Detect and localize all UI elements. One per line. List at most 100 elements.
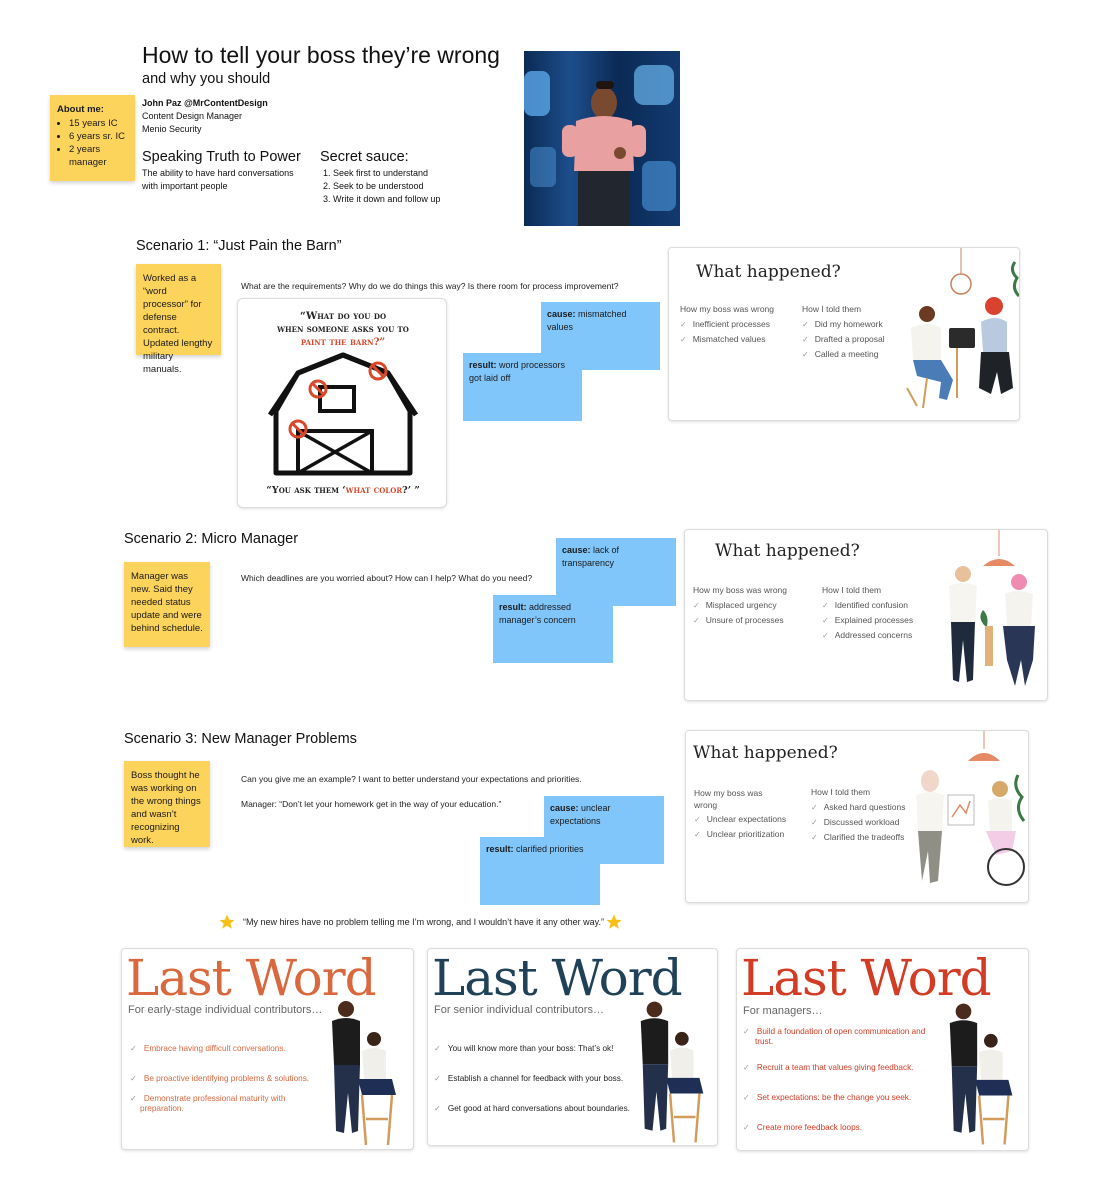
last-word-item: ✓Get good at hard conversations about bo… xyxy=(434,1104,630,1113)
people-illustration xyxy=(332,1001,396,1146)
barn-illustration xyxy=(268,352,418,476)
scenario2-question: Which deadlines are you worried about? H… xyxy=(241,573,533,583)
cause-text: lack of transparency xyxy=(562,545,620,568)
about-heading: About me: xyxy=(57,104,104,115)
what-happened-card-2: What happened? How my boss was wrong ✓Mi… xyxy=(684,529,1048,701)
check-icon: ✓ xyxy=(811,833,818,842)
last-word-item: ✓Set expectations: be the change you see… xyxy=(743,1093,912,1102)
scenario1-result-sticky[interactable]: result: word processors got laid off xyxy=(463,353,582,421)
result-text: clarified priorities xyxy=(513,844,584,854)
sauce-list: Seek first to understand Seek to be unde… xyxy=(333,167,440,206)
people-illustration xyxy=(906,248,1019,409)
check-icon: ✓ xyxy=(434,1104,441,1113)
boss-wrong-item: ✓Mismatched values xyxy=(680,334,766,344)
scenario1-note[interactable]: Worked as a “word processor” for defense… xyxy=(136,264,221,375)
people-illustration xyxy=(916,731,1026,886)
author-role: Content Design Manager xyxy=(142,111,243,121)
check-icon: ✓ xyxy=(693,616,700,625)
sauce-item: Seek to be understood xyxy=(333,180,440,193)
about-item: 15 years IC xyxy=(69,117,128,130)
check-icon: ✓ xyxy=(130,1044,137,1053)
speaking-title: Speaking Truth to Power xyxy=(142,149,301,165)
people-illustration xyxy=(640,1001,704,1143)
check-icon: ✓ xyxy=(130,1074,137,1083)
boss-wrong-item: ✓Misplaced urgency xyxy=(693,600,777,610)
check-icon: ✓ xyxy=(802,350,809,359)
how-told-item: ✓Discussed workload xyxy=(811,817,900,827)
scenario2-title: Scenario 2: Micro Manager xyxy=(124,531,299,547)
check-icon: ✓ xyxy=(822,616,829,625)
result-text: addressed manager’s concern xyxy=(499,602,576,625)
check-icon: ✓ xyxy=(822,601,829,610)
last-word-item: ✓Establish a channel for feedback with y… xyxy=(434,1074,624,1083)
check-icon: ✓ xyxy=(680,335,687,344)
people-illustration xyxy=(949,1003,1013,1145)
about-me-sticky[interactable]: About me: 15 years IC 6 years sr. IC 2 y… xyxy=(50,95,135,181)
last-word-item: ✓Demonstrate professional maturity with … xyxy=(130,1094,286,1113)
boss-wrong-heading: How my boss was wrong xyxy=(693,585,788,595)
barn-image-card: “What do you do when someone asks you to… xyxy=(237,298,447,508)
check-icon: ✓ xyxy=(802,335,809,344)
check-icon: ✓ xyxy=(743,1093,750,1102)
cause-label: cause: xyxy=(547,309,576,319)
how-told-item: ✓Drafted a proposal xyxy=(802,334,885,344)
about-item: 6 years sr. IC xyxy=(69,130,128,143)
scenario2-note-text: Manager was new. Said they needed status… xyxy=(131,571,203,634)
boss-wrong-item: ✓Unclear expectations xyxy=(694,814,787,824)
sauce-item: Seek first to understand xyxy=(333,167,440,180)
how-told-item: ✓Asked hard questions xyxy=(811,802,906,812)
cause-label: cause: xyxy=(562,545,591,555)
last-word-card-senior-ic: Last Word For senior individual contribu… xyxy=(427,948,718,1146)
check-icon: ✓ xyxy=(434,1044,441,1053)
what-happened-title: What happened? xyxy=(696,262,841,282)
scenario3-manager-quote: Manager: “Don’t let your homework get in… xyxy=(241,799,502,809)
what-happened-title: What happened? xyxy=(693,743,838,763)
what-happened-title: What happened? xyxy=(715,541,860,561)
author-company: Menio Security xyxy=(142,124,202,134)
sauce-title: Secret sauce: xyxy=(320,149,409,165)
people-illustration xyxy=(949,530,1035,686)
last-word-item: ✓Be proactive identifying problems & sol… xyxy=(130,1074,310,1083)
boss-wrong-heading: How my boss was wrong xyxy=(680,304,775,314)
page-subtitle: and why you should xyxy=(142,71,271,87)
last-word-title: Last Word xyxy=(432,949,683,1007)
check-icon: ✓ xyxy=(694,815,701,824)
how-told-item: ✓Called a meeting xyxy=(802,349,879,359)
scenario3-result-sticky[interactable]: result: clarified priorities xyxy=(480,837,600,905)
scenario1-question: What are the requirements? Why do we do … xyxy=(241,281,619,291)
boss-wrong-heading: How my boss was wrong xyxy=(694,788,763,810)
result-label: result: xyxy=(499,602,527,612)
last-word-item: ✓You will know more than your boss: That… xyxy=(434,1044,614,1053)
page-title: How to tell your boss they’re wrong xyxy=(142,42,500,68)
how-told-heading: How I told them xyxy=(822,585,882,595)
barn-bottom-b: what color xyxy=(345,485,403,496)
boss-wrong-item: ✓Unclear prioritization xyxy=(694,829,785,839)
scenario3-note-text: Boss thought he was working on the wrong… xyxy=(131,770,201,846)
last-word-card-managers: Last Word For managers… ✓Build a foundat… xyxy=(736,948,1029,1151)
scenario2-note[interactable]: Manager was new. Said they needed status… xyxy=(124,562,210,647)
barn-line2: when someone asks you to xyxy=(277,324,409,335)
result-label: result: xyxy=(469,360,497,370)
barn-line3: paint the barn?” xyxy=(300,337,386,348)
barn-bottom-a: “You ask them ‘ xyxy=(266,485,346,496)
scenario3-note[interactable]: Boss thought he was working on the wrong… xyxy=(124,761,210,847)
check-icon: ✓ xyxy=(811,818,818,827)
last-word-item: ✓Create more feedback loops. xyxy=(743,1123,863,1132)
last-word-subtitle: For senior individual contributors… xyxy=(434,1004,604,1016)
speaking-body: The ability to have hard conversations w… xyxy=(142,168,294,191)
scenario3-question: Can you give me an example? I want to be… xyxy=(241,774,582,784)
check-icon: ✓ xyxy=(434,1074,441,1083)
boss-wrong-item: ✓Inefficient processes xyxy=(680,319,771,329)
cause-text: mismatched values xyxy=(547,309,627,332)
sauce-item: Write it down and follow up xyxy=(333,193,440,206)
boss-wrong-item: ✓Unsure of processes xyxy=(693,615,784,625)
author-name: John Paz @MrContentDesign xyxy=(142,98,268,108)
scenario1-note-text: Worked as a “word processor” for defense… xyxy=(143,273,213,375)
how-told-item: ✓Did my homework xyxy=(802,319,883,329)
how-told-item: ✓Clarified the tradeoffs xyxy=(811,832,905,842)
scenario2-result-sticky[interactable]: result: addressed manager’s concern xyxy=(493,595,613,663)
scenario2-cause-sticky[interactable]: cause: lack of transparency xyxy=(556,538,676,606)
last-word-item: ✓Recruit a team that values giving feedb… xyxy=(743,1063,914,1072)
last-word-subtitle: For early-stage individual contributors… xyxy=(128,1004,323,1016)
barn-line1: “What do you do xyxy=(299,311,387,322)
